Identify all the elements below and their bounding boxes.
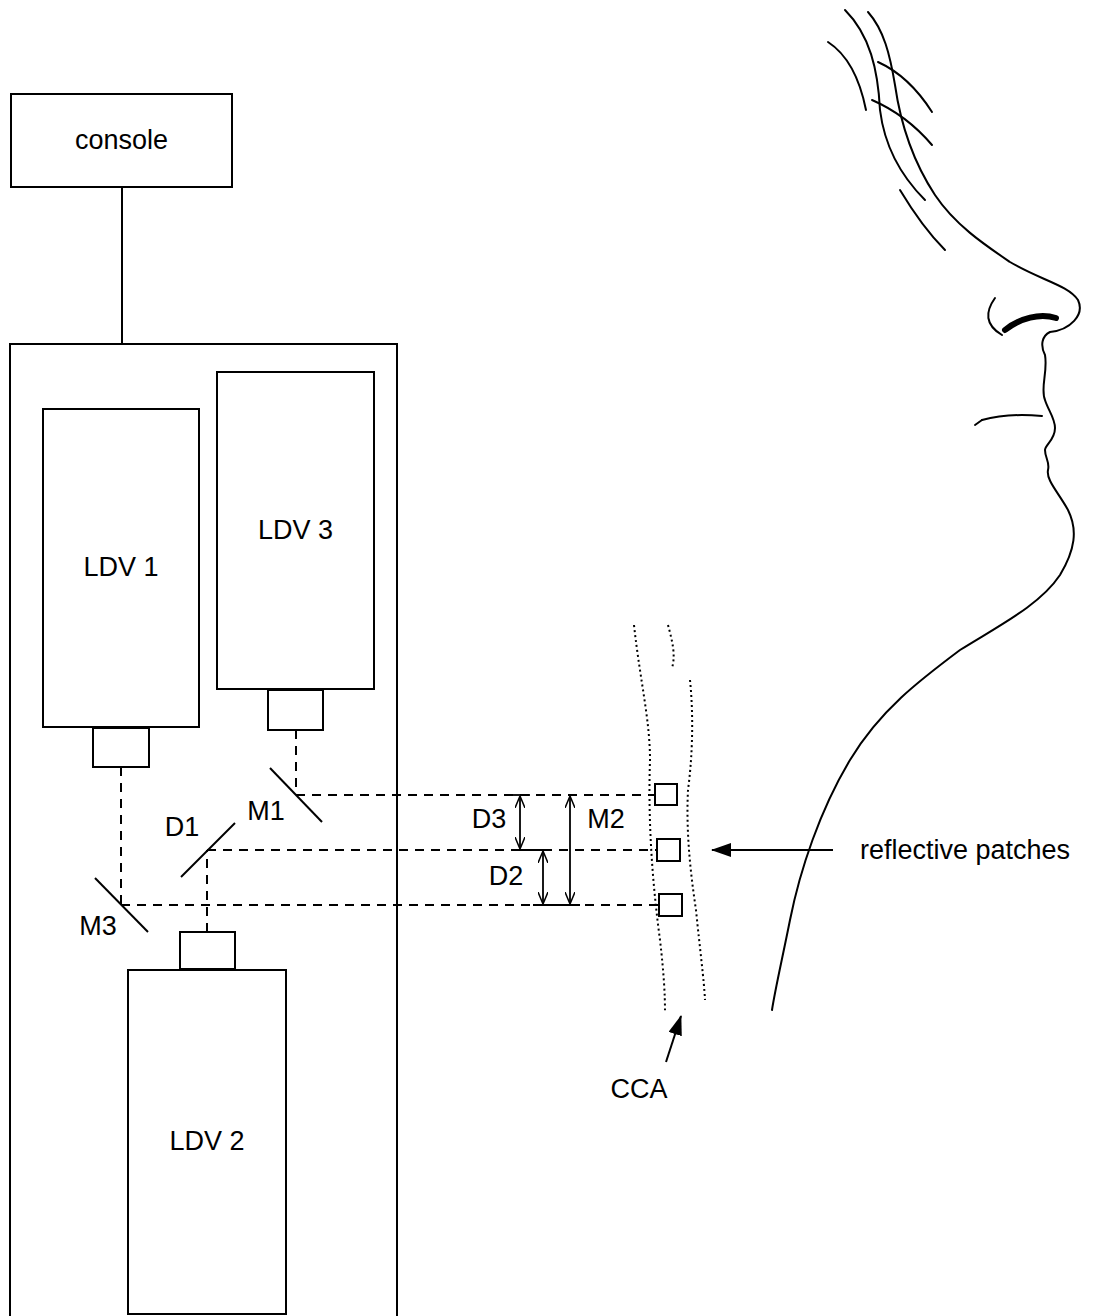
housing (10, 344, 397, 1316)
cable (121, 188, 123, 344)
ldv-unit: LDV 1 (42, 408, 200, 728)
unit-label: LDV 1 (83, 553, 158, 583)
console-box: console (10, 93, 233, 188)
reflective-patch (655, 784, 682, 916)
unit-label: LDV 3 (258, 516, 333, 546)
lens (93, 728, 149, 767)
mirror-label: D1 (163, 813, 202, 843)
laser-beams (121, 730, 659, 932)
leader-arrow (666, 1016, 681, 1062)
mirror-label: M1 (245, 797, 287, 827)
face-profile (772, 10, 1080, 1010)
callout-label: reflective patches (858, 836, 1072, 866)
ldv-unit: LDV 3 (216, 371, 375, 690)
lens (268, 690, 323, 730)
lens (180, 932, 235, 969)
leader-arrow (712, 849, 833, 851)
ldv-unit: LDV 2 (127, 969, 287, 1315)
dimension-label: M2 (585, 805, 627, 835)
callout-label: CCA (608, 1075, 669, 1105)
mirror-label: M3 (77, 912, 119, 942)
artery (634, 625, 705, 1012)
unit-label: console (75, 126, 168, 156)
dimension-label: D3 (470, 805, 509, 835)
dimension-label: D2 (487, 862, 526, 892)
unit-label: LDV 2 (169, 1127, 244, 1157)
